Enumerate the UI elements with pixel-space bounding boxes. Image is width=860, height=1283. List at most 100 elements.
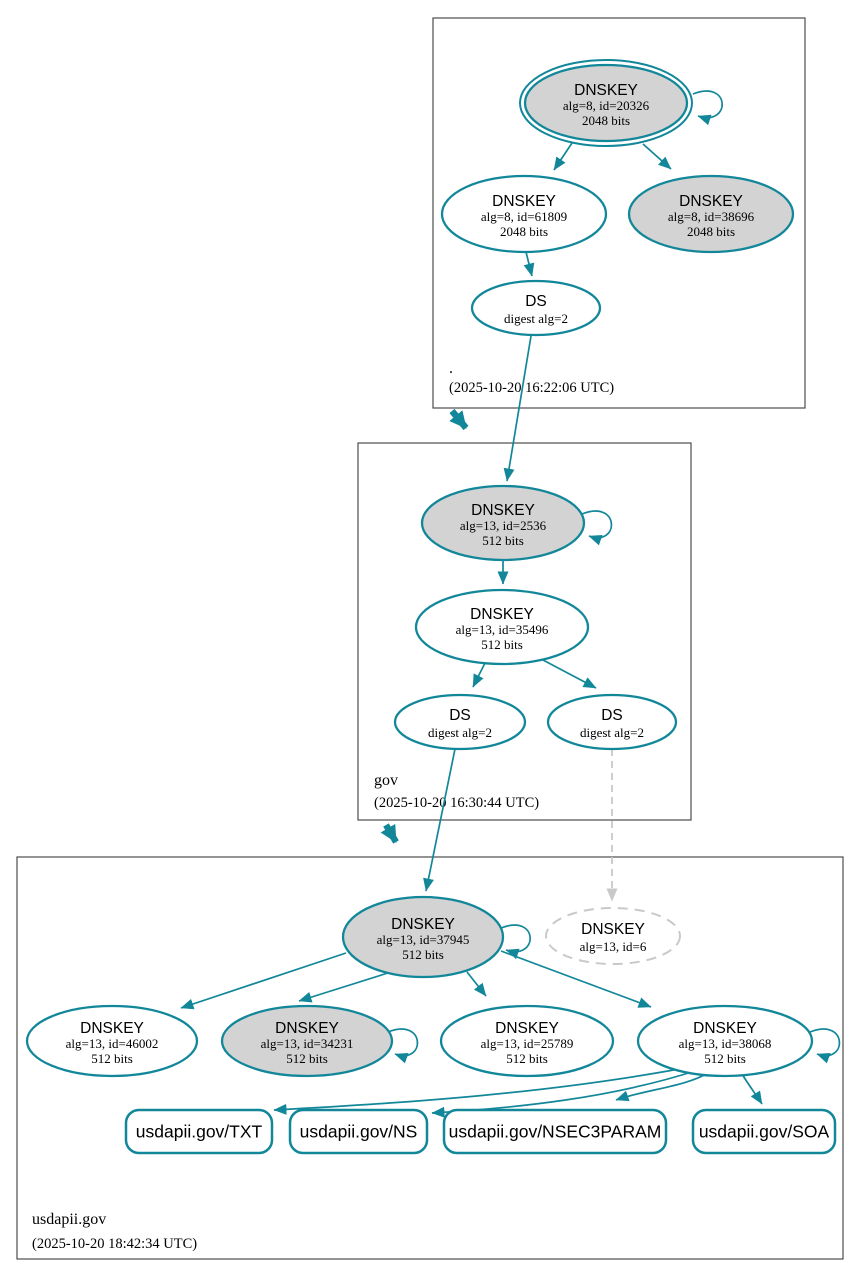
usdapii-dnskey-34231-shape: [220, 1004, 394, 1078]
rrset-usdapii-gov-ns[interactable]: usdapii.gov/NS: [288, 1108, 429, 1155]
usdapii-dnskey-25789-line-1: alg=13, id=25789: [481, 1036, 574, 1051]
gov-ksk-dnskey-2536-shape: [420, 484, 586, 562]
edge-38068-to-rrset-soa: [741, 1073, 763, 1105]
gov-ksk-dnskey-2536-line-2: 512 bits: [482, 533, 524, 548]
gov-ds-1-shape: [393, 693, 527, 751]
gov-ksk-dnskey-2536-line-0: DNSKEY: [471, 502, 535, 519]
edge-root-ksk-selfsign: [692, 90, 723, 126]
usdapii-dnskey-34231-line-0: DNSKEY: [275, 1020, 339, 1037]
usdapii-dnskey-25789-shape: [439, 1004, 615, 1078]
rrset-usdapii-gov-soa[interactable]: usdapii.gov/SOA: [691, 1108, 837, 1155]
rrset-usdapii-gov-soa-shape: [691, 1108, 837, 1155]
root-zsk-dnskey-61809-line-1: alg=8, id=61809: [481, 209, 567, 224]
edge-usdapii-ksk-to-34231: [298, 971, 392, 1003]
gov-ds-1-line-1: digest alg=2: [428, 725, 492, 740]
edge-usdapii-ksk-selfsign: [500, 924, 531, 960]
zone-usdapii-gov-box: [16, 856, 844, 1260]
rrset-usdapii-gov-soa-label: usdapii.gov/SOA: [699, 1122, 830, 1142]
edge-root-ds-to-gov-ksk: [503, 335, 532, 482]
usdapii-dnskey-38068-shape: [636, 1004, 814, 1078]
root-dnskey-38696-line-2: 2048 bits: [687, 224, 735, 239]
usdapii-dnskey-34231-line-2: 512 bits: [286, 1051, 328, 1066]
zone-gov-box: [357, 442, 692, 821]
root-zsk-dnskey-61809-shape: [440, 174, 608, 254]
usdapii-dnskey-46002-line-1: alg=13, id=46002: [66, 1036, 159, 1051]
edge-gov-ksk-selfsign: [581, 510, 613, 546]
rrset-usdapii-gov-nsec3param-shape: [442, 1108, 668, 1155]
root-ksk-dnskey-20326-line-0: DNSKEY: [574, 82, 638, 99]
root-ds-line-0: DS: [525, 293, 547, 310]
usdapii-dnskey-34231-line-1: alg=13, id=34231: [261, 1036, 354, 1051]
usdapii-dnskey-38068-line-0: DNSKEY: [693, 1020, 757, 1037]
rrset-usdapii-gov-ns-label: usdapii.gov/NS: [300, 1122, 418, 1142]
edges-layer: [180, 90, 841, 1118]
root-ds-line-1: digest alg=2: [504, 311, 568, 326]
root-ksk-dnskey-20326-shape: [523, 63, 689, 143]
rrsets-layer: usdapii.gov/TXT usdapii.gov/NS usdapii.gov…: [124, 1108, 837, 1155]
gov-ds-2-line-0: DS: [601, 707, 623, 724]
edge-38068-to-rrset-ns: [431, 1069, 699, 1118]
zone-root-box: [432, 17, 806, 409]
rrset-usdapii-gov-txt-label: usdapii.gov/TXT: [136, 1122, 263, 1142]
usdapii-ksk-dnskey-37945-line-2: 512 bits: [402, 947, 444, 962]
gov-ds-2-shape: [546, 693, 678, 751]
gov-zsk-dnskey-35496-line-2: 512 bits: [481, 637, 523, 652]
edge-gov-ds1-to-usdapii-ksk: [423, 748, 456, 892]
root-ksk-dnskey-20326-line-2: 2048 bits: [582, 113, 630, 128]
edge-root-to-gov-delegation: [449, 408, 469, 431]
edge-usdapii-ksk-to-46002: [180, 952, 347, 1010]
root-ksk-dnskey-20326-line-1: alg=8, id=20326: [563, 98, 650, 113]
gov-zsk-dnskey-35496-line-1: alg=13, id=35496: [456, 622, 549, 637]
gov-ds-1-line-0: DS: [449, 707, 471, 724]
edge-root-zsk-to-ds: [523, 251, 535, 277]
rrset-usdapii-gov-txt[interactable]: usdapii.gov/TXT: [124, 1108, 274, 1155]
rrset-usdapii-gov-ns-shape: [288, 1108, 429, 1155]
root-zsk-dnskey-61809-line-0: DNSKEY: [492, 193, 556, 210]
zone-gov-label: gov: [374, 772, 398, 789]
usdapii-dnskey-38068-line-2: 512 bits: [704, 1051, 746, 1066]
edge-root-ksk-to-dnskey-38696: [642, 143, 672, 170]
rrset-usdapii-gov-nsec3param-label: usdapii.gov/NSEC3PARAM: [449, 1122, 662, 1142]
root-ksk-dnskey-20326-outer-ring: [519, 59, 693, 147]
edge-38068-to-rrset-txt: [273, 1066, 691, 1115]
edge-usdapii-ksk-to-38068: [500, 950, 652, 1008]
usdapii-dnskey-46002-shape: [25, 1004, 199, 1078]
usdapii-ksk-dnskey-37945-line-0: DNSKEY: [391, 916, 455, 933]
zone-gov-timestamp: (2025-10-20 16:30:44 UTC): [374, 795, 539, 811]
edge-usdapii-ksk-to-25789: [466, 971, 487, 997]
root-dnskey-38696-line-0: DNSKEY: [679, 193, 743, 210]
usdapii-dnskey-46002-line-0: DNSKEY: [80, 1020, 144, 1037]
gov-zsk-dnskey-35496-line-0: DNSKEY: [470, 606, 534, 623]
rrset-usdapii-gov-nsec3param[interactable]: usdapii.gov/NSEC3PARAM: [442, 1108, 668, 1155]
zone-boxes-layer: .(2025-10-20 16:22:06 UTC)gov(2025-10-20…: [16, 17, 844, 1260]
usdapii-dnskey-25789-line-0: DNSKEY: [495, 1020, 559, 1037]
edge-usdapii-34231-selfsign: [387, 1028, 419, 1064]
gov-zsk-dnskey-35496-shape: [414, 588, 590, 666]
usdapii-dnskey-25789-line-2: 512 bits: [506, 1051, 548, 1066]
root-ds-shape: [470, 279, 602, 337]
usdapii-missing-dnskey-6-line-1: alg=13, id=6: [580, 939, 647, 954]
usdapii-dnskey-38068-line-1: alg=13, id=38068: [679, 1036, 772, 1051]
edge-38068-to-rrset-nsec3param: [615, 1071, 711, 1102]
zone-usdapii-gov-label: usdapii.gov: [32, 1211, 106, 1228]
usdapii-ksk-dnskey-37945-shape: [341, 895, 505, 979]
zone-root-timestamp: (2025-10-20 16:22:06 UTC): [449, 380, 614, 396]
root-dnskey-38696-shape: [627, 174, 795, 254]
